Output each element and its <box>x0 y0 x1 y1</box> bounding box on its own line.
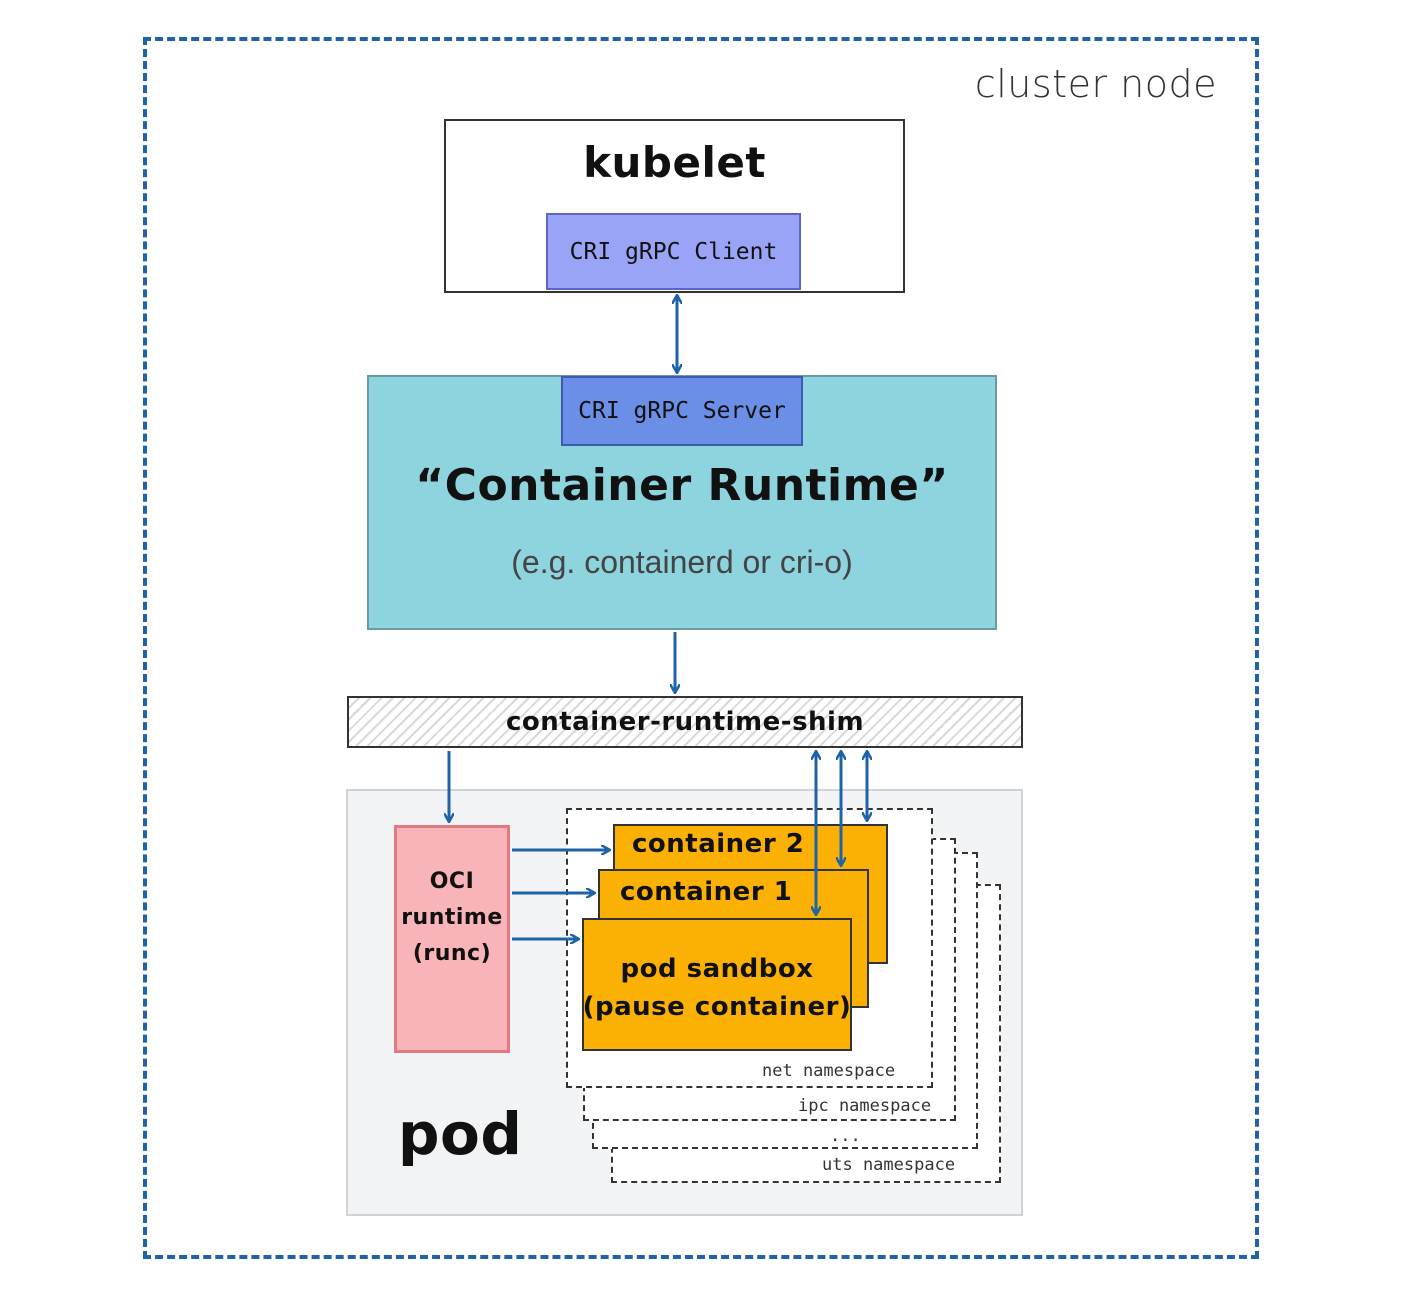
container-runtime-title: “Container Runtime” <box>415 460 949 511</box>
uts-namespace-label: uts namespace <box>822 1155 956 1175</box>
cri-grpc-server-box: CRI gRPC Server <box>561 376 803 446</box>
more-namespace-label: ... <box>830 1126 861 1146</box>
ipc-namespace-label: ipc namespace <box>798 1096 932 1116</box>
oci-runtime-label-line-3: (runc) <box>412 941 492 966</box>
oci-runtime-label-line-1: OCI <box>429 869 475 894</box>
container-2-label: container 2 <box>632 829 805 859</box>
net-namespace-label: net namespace <box>762 1061 896 1081</box>
cluster-node-label: cluster node <box>974 62 1217 106</box>
pod-sandbox-label-line-2: (pause container) <box>582 992 852 1022</box>
pod-label: pod <box>398 1100 523 1168</box>
container-runtime-shim-box: container-runtime-shim <box>347 696 1023 748</box>
container-1-label: container 1 <box>620 877 793 907</box>
oci-runtime-box <box>394 825 510 1053</box>
oci-runtime-label: OCI runtime (runc) <box>394 864 510 972</box>
oci-runtime-label-line-2: runtime <box>401 905 503 930</box>
pod-sandbox-label-line-1: pod sandbox <box>620 954 814 984</box>
pod-sandbox-box <box>582 918 852 1051</box>
pod-sandbox-label: pod sandbox (pause container) <box>582 950 852 1026</box>
container-runtime-subtitle: (e.g. containerd or cri-o) <box>511 544 853 580</box>
kubelet-title: kubelet <box>583 138 766 187</box>
cluster-node-boundary <box>143 37 1259 1259</box>
cri-grpc-client-box: CRI gRPC Client <box>546 213 801 290</box>
